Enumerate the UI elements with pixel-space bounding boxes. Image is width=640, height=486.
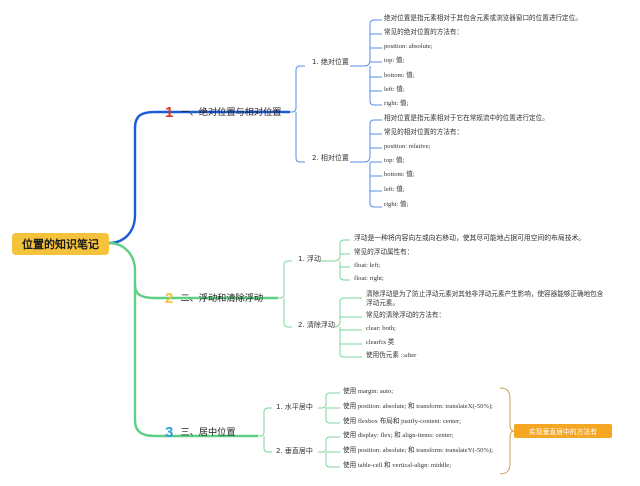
section-1-title: 一、绝对位置与相对位置 (180, 107, 282, 118)
leaf: 使用 table-cell 和 vertical-align: middle; (343, 462, 452, 469)
leaf: 使用 position: absolute; 和 transform: tran… (343, 403, 493, 410)
leaf: right: 值; (384, 201, 409, 208)
leaf: 使用 display: flex; 和 align-items: center; (343, 432, 454, 439)
leaf: 常见的浮动属性有： (354, 249, 414, 256)
leaf: bottom: 值; (384, 171, 415, 178)
leaf: 使用 position: absolute; 和 transform: tran… (343, 447, 493, 454)
leaf: 浮动是一种将内容向左或向右移动，使其尽可能地占据可用空间的布局技术。 (354, 235, 586, 242)
root-node: 位置的知识笔记 (12, 233, 109, 255)
leaf: clear: both; (366, 325, 396, 332)
subtopic-clear-float: 2. 清除浮动 (298, 321, 335, 329)
leaf: 常见的清除浮动的方法有： (366, 312, 446, 319)
section-1: 1 一、绝对位置与相对位置 (165, 104, 282, 120)
subtopic-vertical-center: 2. 垂直居中 (276, 447, 313, 455)
leaf: 使用伪元素 ::after (366, 352, 417, 359)
subtopic-relative: 2. 相对位置 (312, 154, 349, 162)
section-1-number: 1 (165, 104, 174, 121)
leaf: left: 值; (384, 186, 405, 193)
connector-root-section3 (133, 285, 258, 438)
section-2: 2 二、浮动和清除浮动 (165, 290, 263, 306)
leaf: top: 值; (384, 57, 405, 64)
leaf: 常见的绝对位置的方法有： (384, 29, 464, 36)
subtopic-absolute: 1. 绝对位置 (312, 58, 349, 66)
leaf: float: right; (354, 275, 384, 282)
connector-root-section1 (108, 110, 290, 245)
root-title: 位置的知识笔记 (22, 238, 99, 251)
section-2-number: 2 (165, 290, 174, 307)
leaf: bottom: 值; (384, 72, 415, 79)
leaf: float: left; (354, 262, 381, 269)
section-3-title: 三、居中位置 (180, 427, 236, 438)
summary-note: 实现垂直居中的方法有 (514, 424, 612, 438)
section-3-number: 3 (165, 424, 174, 441)
summary-note-label: 实现垂直居中的方法有 (529, 428, 597, 436)
leaf: 常见的相对位置的方法有： (384, 129, 464, 136)
subtopic-float: 1. 浮动 (298, 255, 321, 263)
leaf: position: absolute; (384, 43, 433, 50)
leaf: 清除浮动是为了防止浮动元素对其他非浮动元素产生影响，使容器能够正确地包含浮动元素… (366, 291, 604, 307)
leaf: 使用 margin: auto; (343, 388, 394, 395)
subtopic-horizontal-center: 1. 水平居中 (276, 403, 313, 411)
leaf: position: relative; (384, 143, 431, 150)
leaf: clearfix 类 (366, 339, 395, 346)
section-3: 3 三、居中位置 (165, 424, 236, 440)
leaf: 绝对位置是指元素相对于其包含元素或浏览器窗口的位置进行定位。 (384, 15, 582, 22)
leaf: left: 值; (384, 86, 405, 93)
leaf: right: 值; (384, 100, 409, 107)
summary-bracket (499, 387, 515, 475)
section-2-title: 二、浮动和清除浮动 (180, 293, 264, 304)
leaf: 使用 flexbox 布局和 justify-content: center; (343, 418, 461, 425)
leaf: 相对位置是指元素相对于它在常规流中的位置进行定位。 (384, 115, 549, 122)
leaf: top: 值; (384, 157, 405, 164)
